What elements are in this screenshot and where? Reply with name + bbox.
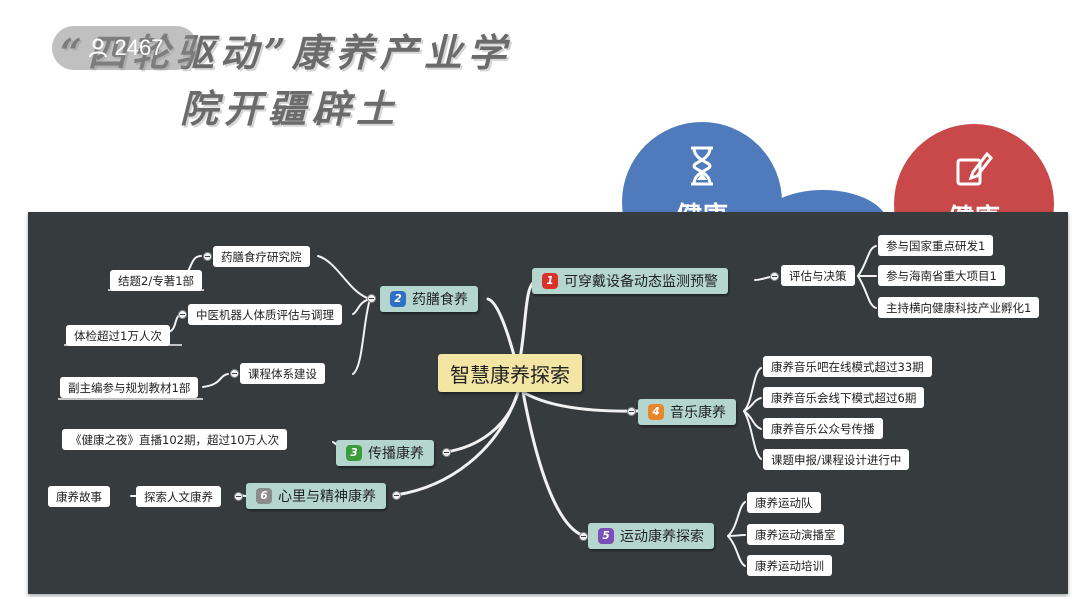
leaf-item[interactable]: 康养音乐公众号传播 (763, 418, 883, 439)
collapse-toggle-icon[interactable] (442, 448, 451, 457)
leaf-item[interactable]: 《健康之夜》直播102期，超过10万人次 (62, 429, 288, 450)
branch-communication[interactable]: 3 传播康养 (336, 440, 434, 466)
leaf-item[interactable]: 参与国家重点研发1 (878, 235, 994, 256)
branch-wearable-monitoring[interactable]: 1 可穿戴设备动态监测预警 (532, 268, 728, 294)
branch-label: 可穿戴设备动态监测预警 (564, 274, 718, 290)
branch-mental-health[interactable]: 6 心里与精神康养 (246, 483, 386, 509)
branch-sports[interactable]: 5 运动康养探索 (588, 523, 714, 549)
leaf-item[interactable]: 康养运动队 (747, 492, 821, 513)
pencil-icon (956, 151, 993, 186)
branch-music[interactable]: 4 音乐康养 (638, 399, 736, 425)
branch-label: 传播康养 (368, 446, 424, 462)
branch-label: 音乐康养 (670, 405, 726, 421)
mindmap-panel: 智慧康养探索 1 可穿戴设备动态监测预警 评估与决策 参与国家重点研发1 参与海… (28, 212, 1068, 594)
leaf-item[interactable]: 体检超过1万人次 (66, 325, 170, 346)
viewer-count-badge[interactable]: 2467 (52, 26, 198, 70)
collapse-toggle-icon[interactable] (230, 369, 239, 378)
subtopic-item[interactable]: 课程体系建设 (240, 363, 325, 384)
slide-title-line2: 院开疆辟土 (180, 86, 401, 131)
branch-medicinal-diet[interactable]: 2 药膳食养 (380, 286, 478, 312)
leaf-item[interactable]: 主持横向健康科技产业孵化1 (878, 297, 1040, 318)
collapse-toggle-icon[interactable] (203, 252, 212, 261)
priority-2-icon: 2 (390, 291, 406, 307)
leaf-item[interactable]: 康养运动培训 (747, 555, 832, 576)
priority-6-icon: 6 (256, 488, 272, 504)
leaf-item[interactable]: 课题申报/课程设计进行中 (763, 449, 910, 470)
collapse-toggle-icon[interactable] (770, 272, 779, 281)
leaf-item[interactable]: 康养故事 (48, 486, 110, 507)
collapse-toggle-icon[interactable] (392, 491, 401, 500)
branch-label: 药膳食养 (412, 292, 468, 308)
person-icon (88, 38, 107, 58)
priority-5-icon: 5 (598, 528, 614, 544)
priority-3-icon: 3 (346, 445, 362, 461)
connector-lines (58, 245, 877, 567)
leaf-item[interactable]: 参与海南省重大项目1 (878, 265, 1005, 286)
collapse-toggle-icon[interactable] (367, 294, 376, 303)
leaf-item[interactable]: 康养音乐吧在线模式超过33期 (763, 356, 932, 377)
leaf-item[interactable]: 康养运动演播室 (747, 524, 844, 545)
branch-label: 运动康养探索 (620, 529, 704, 545)
viewer-count: 2467 (114, 35, 164, 60)
collapse-toggle-icon[interactable] (178, 310, 187, 319)
central-topic[interactable]: 智慧康养探索 (438, 354, 582, 392)
subtopic-item[interactable]: 药膳食疗研究院 (213, 246, 310, 267)
priority-4-icon: 4 (648, 404, 664, 420)
subtopic-item[interactable]: 中医机器人体质评估与调理 (188, 304, 342, 325)
leaf-item[interactable]: 副主编参与规划教材1部 (60, 377, 199, 398)
priority-1-icon: 1 (542, 273, 558, 289)
leaf-item[interactable]: 结题2/专著1部 (110, 270, 203, 291)
subtopic-evaluation-decision[interactable]: 评估与决策 (781, 265, 855, 286)
leaf-item[interactable]: 康养音乐会线下模式超过6期 (763, 387, 925, 408)
hourglass-icon (691, 146, 713, 186)
collapse-toggle-icon[interactable] (627, 407, 636, 416)
branch-label: 心里与精神康养 (278, 489, 376, 505)
subtopic-humanities[interactable]: 探索人文康养 (136, 486, 221, 507)
collapse-toggle-icon[interactable] (579, 532, 588, 541)
collapse-toggle-icon[interactable] (234, 492, 243, 501)
